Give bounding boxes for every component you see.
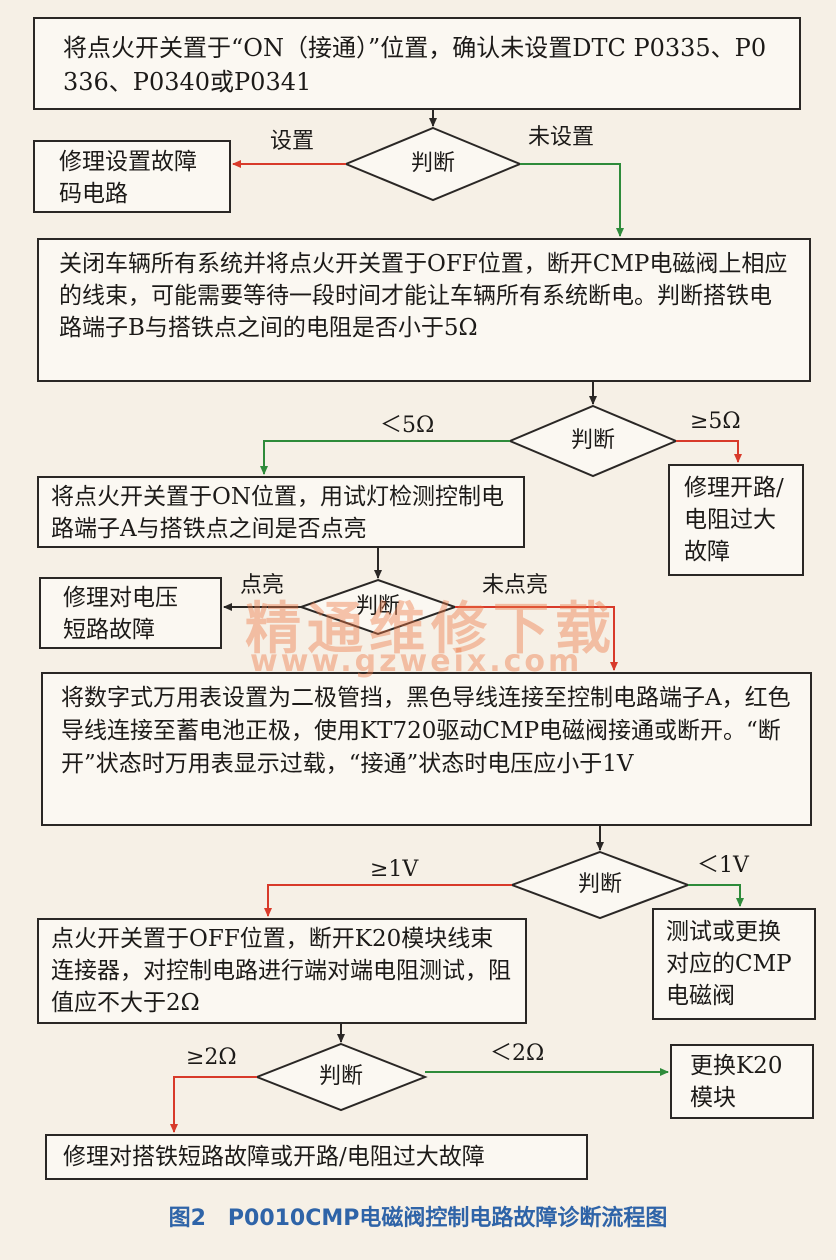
edge-ge1v (264, 884, 512, 917)
decision-label-5: 判断 (318, 1064, 363, 1089)
edge-label-ge5: ≥5Ω (690, 409, 741, 434)
decision-diamond-2 (507, 404, 679, 478)
decision-label-4: 判断 (577, 872, 622, 897)
watermark-url: www.gzweix.com (250, 644, 583, 679)
watermark-text: 精通维修下载 (245, 597, 617, 662)
replace-cmp-box: 测试或更换对应的CMP电磁阀 (652, 908, 816, 1020)
edge-label-lt2: ＜2Ω (490, 1041, 545, 1066)
decision-label-1: 判断 (410, 151, 455, 176)
repair-ground-box: 修理对搭铁短路故障或开路/电阻过大故障 (45, 1134, 588, 1180)
edge-label-ge1v: ≥1V (370, 857, 419, 882)
decision-label-2: 判断 (570, 428, 615, 453)
edge-ge5 (676, 440, 742, 463)
step5-box: 点火开关置于OFF位置，断开K20模块线束连接器，对控制电路进行端对端电阻测试，… (37, 918, 527, 1024)
edge-label-ge2: ≥2Ω (186, 1045, 237, 1070)
figure-caption: 图2 P0010CMP电磁阀控制电路故障诊断流程图 (168, 1206, 668, 1231)
decision-label-3: 判断 (355, 594, 400, 619)
edge-label-not-set: 未设置 (528, 125, 595, 150)
edge-label-lt1v: ＜1V (697, 853, 749, 878)
repair-open-box: 修理开路/电阻过大故障 (668, 464, 804, 576)
step1-box: 将点火开关置于“ON（接通）”位置，确认未设置DTC P0335、P0336、P… (33, 17, 801, 110)
decision-diamond-3 (297, 578, 459, 636)
step2-box: 关闭车辆所有系统并将点火开关置于OFF位置，断开CMP电磁阀上相应的线束，可能需… (37, 238, 811, 382)
edge-label-set: 设置 (270, 129, 315, 154)
decision-diamond-4 (509, 850, 691, 920)
decision-diamond-1 (343, 126, 523, 202)
edge-not-lit (455, 606, 618, 671)
edge-not-set (520, 163, 624, 237)
edge-label-not-lit: 未点亮 (482, 573, 549, 598)
edge-label-lt5: ＜5Ω (380, 413, 435, 438)
repair-short-voltage-box: 修理对电压短路故障 (39, 577, 222, 649)
edge-lt1v (688, 884, 744, 907)
step4-box: 将数字式万用表设置为二极管挡，黑色导线连接至控制电路端子A，红色导线连接至蓄电池… (41, 672, 812, 826)
repair-dtc-box: 修理设置故障码电路 (33, 140, 231, 213)
replace-k20-box: 更换K20模块 (670, 1044, 814, 1119)
step3-box: 将点火开关置于ON位置，用试灯检测控制电路端子A与搭铁点之间是否点亮 (37, 476, 525, 548)
decision-diamond-5 (254, 1042, 428, 1112)
edge-ge2 (170, 1076, 257, 1133)
edge-lt5 (260, 440, 510, 475)
edge-label-lit: 点亮 (240, 573, 285, 598)
